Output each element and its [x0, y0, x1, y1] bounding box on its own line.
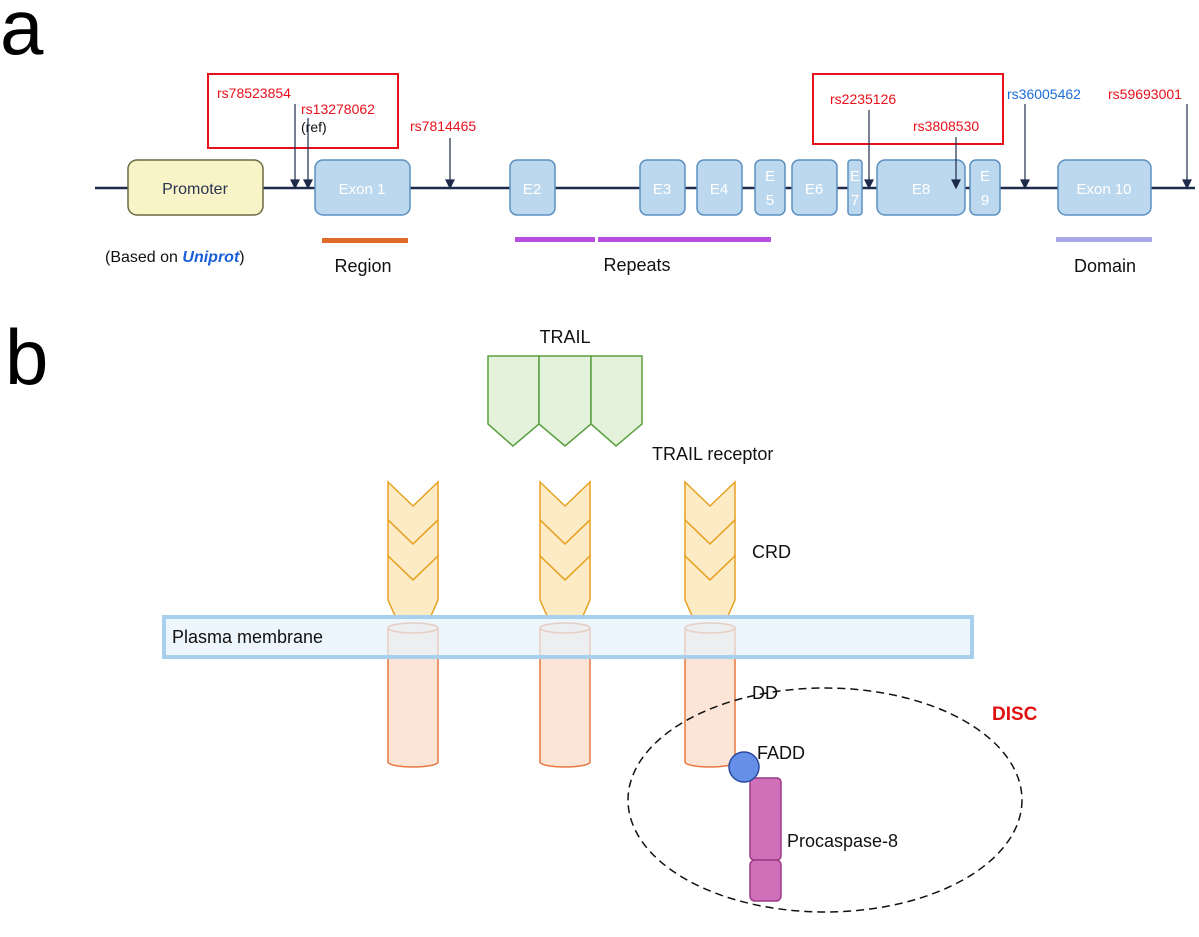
- exon-5-label-top: E: [765, 168, 775, 185]
- dd-label: DD: [752, 683, 778, 703]
- crd-stack-2: [539, 480, 591, 619]
- region-bar: [322, 238, 408, 243]
- crd-stacks: [387, 480, 736, 619]
- exon-10: [1057, 159, 1152, 216]
- repeats-label: Repeats: [603, 255, 670, 275]
- crd-stack-1: [387, 480, 439, 619]
- snp-rs59693001: rs59693001: [1108, 86, 1182, 102]
- trail-subunit-1: [487, 355, 540, 447]
- exons: [314, 159, 1152, 216]
- exon-10-label: Exon 10: [1076, 181, 1131, 198]
- panel-a-letter: a: [0, 0, 44, 71]
- disc-boundary: [627, 687, 1023, 913]
- exon-6: [791, 159, 838, 216]
- exon-8-label: E8: [912, 181, 930, 198]
- exon-9: [969, 159, 1001, 216]
- trail-label: TRAIL: [539, 327, 590, 347]
- exon-1: [314, 159, 411, 216]
- snp-rs78523854: rs78523854: [217, 85, 291, 101]
- disc-label: DISC: [992, 704, 1038, 725]
- promoter-box: [127, 159, 264, 216]
- domain-label: Domain: [1074, 256, 1136, 276]
- snp-arrows: [290, 104, 1192, 190]
- panel-b-letter: b: [5, 313, 48, 401]
- exon-7-label-bottom: 7: [851, 192, 859, 209]
- snp-ref-note: (ref): [301, 119, 327, 135]
- trail-subunit-3: [590, 355, 643, 447]
- repeats-bar-1: [515, 237, 595, 242]
- exon-2-label: E2: [523, 181, 541, 198]
- trail-subunit-2: [538, 355, 592, 447]
- receptor-cylinders: [387, 622, 736, 768]
- trail-receptor-label: TRAIL receptor: [652, 444, 773, 464]
- crd-label: CRD: [752, 542, 791, 562]
- fadd-label: FADD: [757, 743, 805, 763]
- plasma-membrane-label: Plasma membrane: [172, 627, 323, 647]
- exon-5-label-bottom: 5: [766, 192, 774, 209]
- snp-box-right: [812, 73, 1004, 145]
- snp-box-left: [207, 73, 399, 149]
- exon-labels: Exon 1 E2 E3 E4 E 5 E6 E 7 E8 E 9 Exon 1…: [339, 168, 1132, 209]
- exon-4-label: E4: [710, 181, 728, 198]
- exon-1-label: Exon 1: [339, 181, 386, 198]
- snp-rs36005462: rs36005462: [1007, 86, 1081, 102]
- plasma-membrane: [162, 615, 974, 659]
- exon-5: [754, 159, 786, 216]
- repeats-bar-2: [598, 237, 771, 242]
- crd-stack-3: [684, 480, 736, 619]
- promoter-label: Promoter: [162, 181, 228, 198]
- exon-7: [847, 159, 863, 216]
- exon-9-label-top: E: [980, 168, 990, 185]
- trail-trimer: [487, 355, 643, 447]
- exon-4: [696, 159, 743, 216]
- procaspase-8-label: Procaspase-8: [787, 831, 898, 851]
- exon-6-label: E6: [805, 181, 823, 198]
- snp-rs13278062: rs13278062: [301, 101, 375, 117]
- exon-9-label-bottom: 9: [981, 192, 989, 209]
- snp-rs7814465: rs7814465: [410, 118, 476, 134]
- procaspase-8-large: [749, 777, 782, 861]
- region-label: Region: [334, 256, 391, 276]
- exon-8: [876, 159, 966, 216]
- snp-rs2235126: rs2235126: [830, 91, 896, 107]
- procaspase-8-small: [749, 859, 782, 902]
- fadd-circle: [728, 751, 760, 783]
- exon-3: [639, 159, 686, 216]
- exon-3-label: E3: [653, 181, 671, 198]
- exon-2: [509, 159, 556, 216]
- exon-7-label-top: E: [850, 168, 860, 185]
- domain-bar: [1056, 237, 1152, 242]
- based-on-note: (Based on Uniprot): [105, 249, 245, 266]
- snp-rs3808530: rs3808530: [913, 118, 979, 134]
